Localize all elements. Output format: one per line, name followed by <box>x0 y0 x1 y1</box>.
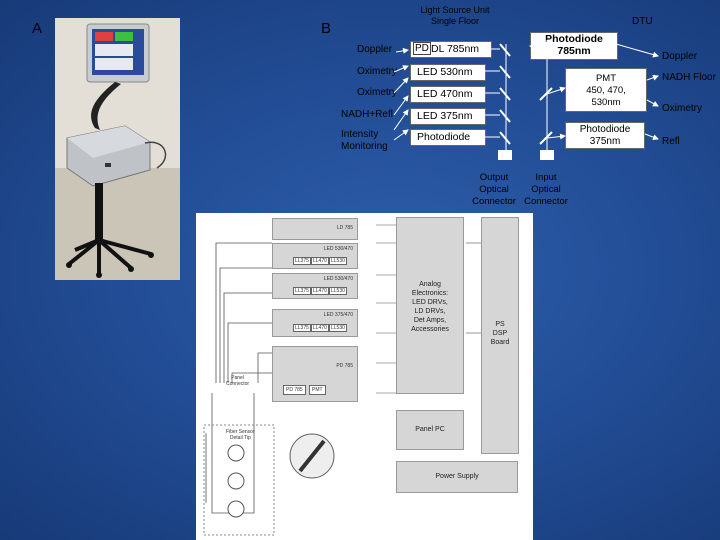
dtu-photodiode-375-line1: Photodiode <box>579 124 631 135</box>
source-led375-box: LED 375nm <box>410 108 486 125</box>
schematic-power-supply: Power Supply <box>396 461 518 493</box>
schematic-power-supply-label: Power Supply <box>435 473 479 480</box>
device-photo-illustration <box>55 18 180 280</box>
schematic-detector-cell-1: PD 785 <box>283 385 306 395</box>
source-led470-box: LED 470nm <box>410 86 486 103</box>
schematic-row3-cell-2: LL470 <box>311 287 329 295</box>
source-dl785-box: PD DL 785nm <box>410 41 492 58</box>
left-label-intensity: Intensity Monitoring <box>341 129 388 153</box>
source-photodiode-label: Photodiode <box>417 131 471 143</box>
dtu-photodiode-375-line2: 375nm <box>589 136 621 147</box>
right-label-doppler: Doppler <box>662 51 698 62</box>
output-connector-label: Output Optical Connector <box>468 172 520 208</box>
light-source-title-line2: Single Floor <box>430 16 480 26</box>
schematic-row-led-3: LED 375/470 LL375 LL470 LL530 <box>272 309 358 337</box>
schematic-analog-text: Analog Electronics: LED DRVs, LD DRVs, D… <box>397 280 463 334</box>
schematic-fiber-label-line1: Fiber Sensor <box>226 429 255 435</box>
schematic-row3-cell-1: LL375 <box>293 287 311 295</box>
dtu-pmt-line2: 450, 470, <box>586 85 626 96</box>
source-led530-box: LED 530nm <box>410 64 486 81</box>
right-label-nadh-floor: NADH Floor <box>662 72 716 83</box>
left-label-doppler: Doppler <box>357 44 393 55</box>
schematic-ps-line2: DSP <box>492 330 508 337</box>
schematic-fiber-label: Fiber Sensor Detail Tip <box>226 429 255 441</box>
schematic-analog-line3: LED DRVs, <box>412 299 448 306</box>
schematic-row-led-1: LED 530/470 LL375 LL470 LL530 <box>272 243 358 269</box>
dtu-title: DTU <box>632 16 653 27</box>
optical-path-diagram <box>393 40 659 160</box>
dtu-photodiode-785-box: Photodiode 785nm <box>530 32 618 60</box>
schematic-row2-cell-2: LL470 <box>311 257 329 265</box>
schematic-wiring <box>203 224 481 536</box>
source-led470-label: LED 470nm <box>417 88 473 100</box>
panel-label-b: B <box>321 20 332 37</box>
schematic-detector-label: PD 785 <box>336 363 353 369</box>
left-label-oximetry-2: Oximetry <box>357 87 397 98</box>
input-connector-label: Input Optical Connector <box>520 172 572 208</box>
output-connector-line1: Output <box>479 172 509 183</box>
schematic-analog-line2: Electronics: <box>411 290 449 297</box>
schematic-ps-dsp-board: PS DSP Board <box>481 217 519 454</box>
dtu-photodiode-785-line2: 785nm <box>557 45 591 57</box>
schematic-analog-line5: Det Amps, <box>413 317 447 324</box>
schematic-analog-line1: Analog <box>419 281 441 288</box>
output-connector-line2: Optical <box>479 184 509 195</box>
schematic-ps-text: PS DSP Board <box>482 320 518 347</box>
input-connector-line2: Optical <box>531 184 561 195</box>
schematic-analog-electronics: Analog Electronics: LED DRVs, LD DRVs, D… <box>396 217 464 394</box>
input-connector-line1: Input <box>535 172 557 183</box>
input-connector-line3: Connector <box>524 196 568 207</box>
source-pd-label: PD <box>413 42 431 55</box>
schematic-analog-line6: Accessories <box>411 326 449 333</box>
panel-label-a: A <box>32 20 43 37</box>
left-label-intensity-line2: Monitoring <box>341 141 388 152</box>
schematic-ps-line3: Board <box>490 339 510 346</box>
dtu-pmt-line1: PMT <box>595 73 617 84</box>
schematic-row2-cell-3: LL530 <box>329 257 347 265</box>
right-label-refl: Refl <box>662 136 680 147</box>
schematic-panel-connector-line1: Panel <box>231 375 244 381</box>
output-connector-line3: Connector <box>472 196 516 207</box>
schematic-panel-connector: Panel Connector <box>226 375 249 387</box>
schematic-row1-label: LD 785 <box>336 225 353 231</box>
schematic-row3-cell-3: LL530 <box>329 287 347 295</box>
schematic-row-led-2: LED 530/470 LL375 LL470 LL530 <box>272 273 358 299</box>
schematic-row2-label: LED 530/470 <box>323 246 353 252</box>
schematic-row4-cell-1: LL375 <box>293 324 311 332</box>
source-led530-label: LED 530nm <box>417 66 473 78</box>
schematic-row2-cell-1: LL375 <box>293 257 311 265</box>
schematic-row-ld785: LD 785 <box>272 218 358 240</box>
schematic-panel-connector-line2: Connector <box>226 381 250 387</box>
schematic-panel-pc: Panel PC <box>396 410 464 450</box>
schematic-fiber-label-line2: Detail Tip <box>229 435 251 441</box>
schematic-detector-cell-2: PMT <box>309 385 326 395</box>
schematic-row4-cell-3: LL530 <box>329 324 347 332</box>
left-label-nadh-refl: NADH+Refl <box>341 109 393 120</box>
source-led375-label: LED 375nm <box>417 110 473 122</box>
schematic-detector-block: PD 785 PD 785 PMT <box>272 346 358 402</box>
light-source-title: Light Source Unit Single Floor <box>410 5 500 27</box>
schematic-panel-pc-label: Panel PC <box>415 426 445 433</box>
schematic-diagram: LD 785 LED 530/470 LL375 LL470 LL530 LED… <box>196 213 533 540</box>
dtu-photodiode-785-line1: Photodiode <box>545 33 603 45</box>
right-label-oximetry: Oximetry <box>662 103 702 114</box>
left-label-intensity-line1: Intensity <box>341 129 379 140</box>
left-label-oximetry-1: Oximetry <box>357 66 397 77</box>
light-source-title-line1: Light Source Unit <box>420 5 490 15</box>
dtu-pmt-line3: 530nm <box>591 97 621 108</box>
schematic-ps-line1: PS <box>495 321 505 328</box>
schematic-analog-line4: LD DRVs, <box>414 308 446 315</box>
schematic-row4-cell-2: LL470 <box>311 324 329 332</box>
source-dl785-label: DL 785nm <box>431 43 480 55</box>
dtu-photodiode-375-box: Photodiode 375nm <box>565 122 645 149</box>
schematic-row3-label: LED 530/470 <box>323 276 353 282</box>
schematic-row4-label: LED 375/470 <box>323 312 353 318</box>
device-photo <box>55 18 180 280</box>
